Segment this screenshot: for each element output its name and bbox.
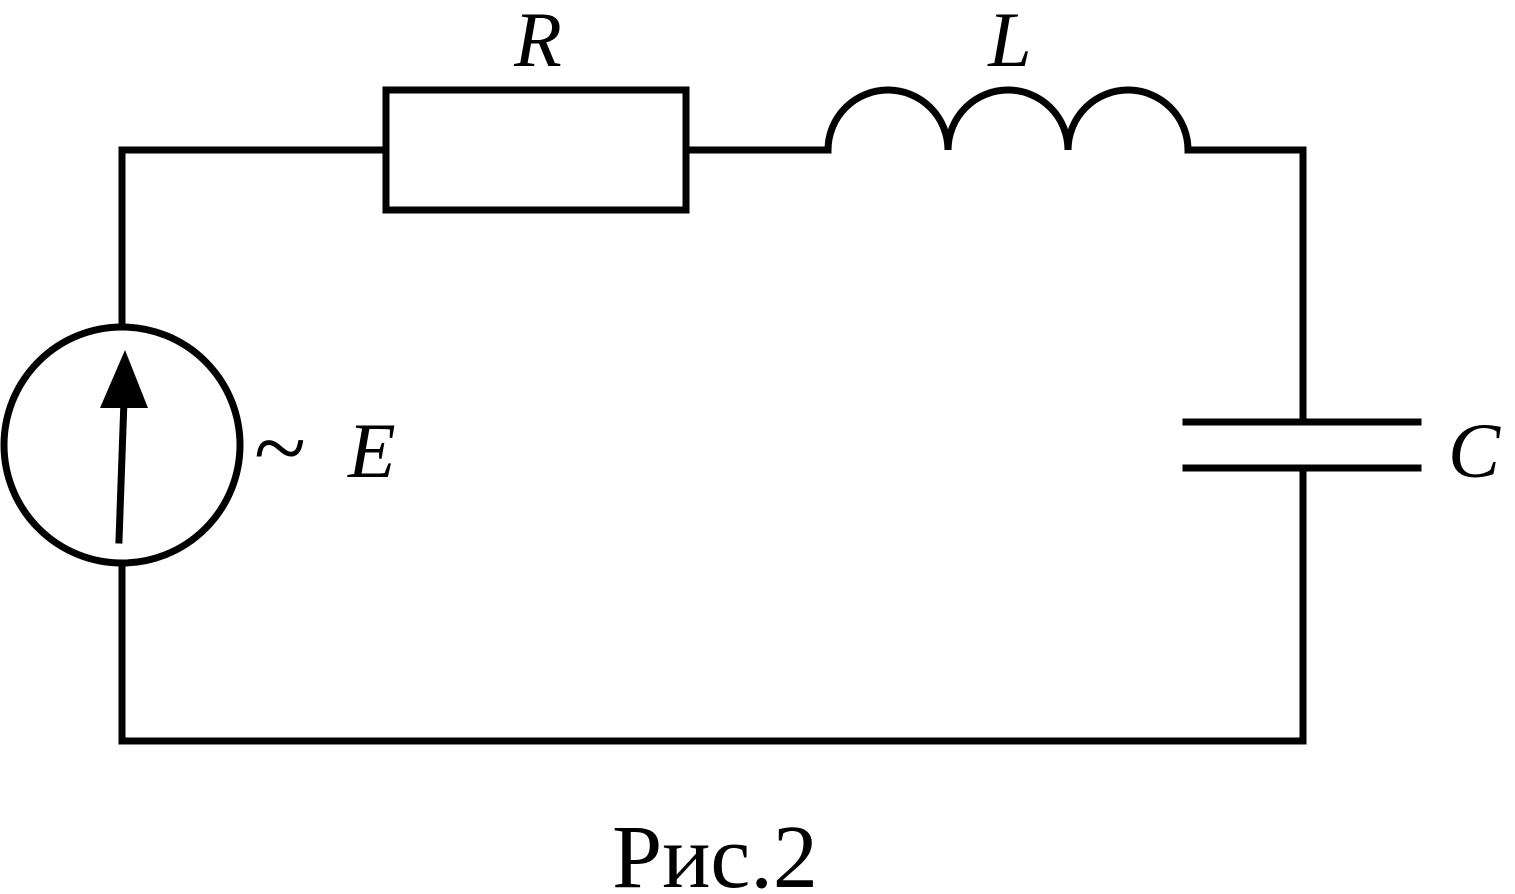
wire-top-left — [118, 146, 390, 330]
source-label: E — [347, 407, 396, 494]
source-circle — [0, 323, 244, 567]
capacitor-label: C — [1448, 407, 1501, 494]
ac-source-symbol — [0, 323, 244, 567]
resistor-label: R — [513, 0, 562, 83]
wire-bottom — [118, 466, 1307, 745]
wire-top-right — [1184, 146, 1307, 424]
figure-caption: Рис.2 — [612, 808, 818, 894]
source-arrow-head — [100, 350, 148, 408]
source-arrow-shaft — [115, 396, 128, 544]
resistor-symbol — [382, 86, 690, 214]
inductor-symbol — [824, 86, 1192, 154]
source-ac-symbol: ~ — [254, 394, 306, 501]
inductor-label: L — [987, 0, 1031, 83]
circuit-wires — [118, 146, 1307, 745]
capacitor-symbol — [1182, 418, 1422, 472]
